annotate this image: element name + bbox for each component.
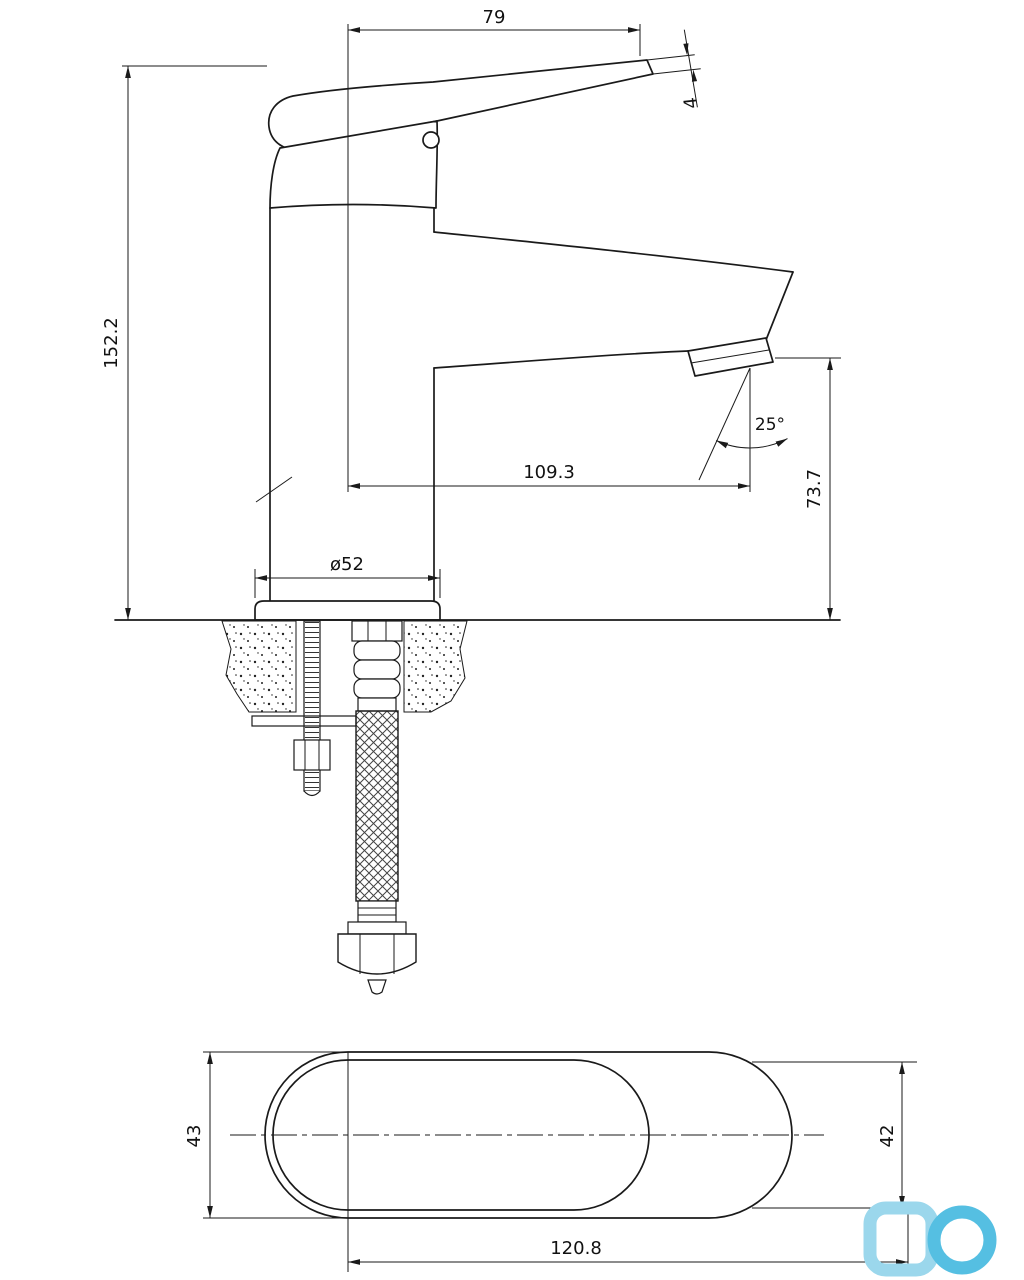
hose-collar [357, 697, 397, 712]
aerator-detail-line [690, 349, 770, 364]
extension-line [652, 68, 701, 75]
spout-tip-face [765, 271, 794, 341]
body-break-mark [255, 476, 293, 503]
dim-total-height: 152.2 [101, 65, 267, 620]
dim-spout-reach-label: 109.3 [523, 462, 575, 483]
arrowhead [691, 69, 698, 82]
dim-overall-length-label: 120.8 [550, 1238, 602, 1259]
mounting-nut [293, 739, 331, 771]
dim-spray-angle: 25° [698, 367, 788, 481]
dim-right-width-label: 42 [877, 1125, 898, 1148]
hose-ferrule-lines [358, 907, 396, 916]
spout-bottom-curve [433, 350, 689, 369]
countertop-section-right [403, 620, 468, 713]
dimension-line [683, 29, 698, 108]
top-view-handle-outline [272, 1059, 650, 1211]
hose-ferrule [357, 900, 397, 923]
brand-logo [863, 1201, 997, 1277]
dim-spout-reach: 109.3 [348, 368, 751, 492]
hose-end-nut-facets [359, 934, 395, 974]
dim-outlet-height: 73.7 [775, 357, 841, 620]
hose-end-nipple [367, 979, 387, 995]
top-view: 43 42 120.8 [184, 1051, 917, 1272]
hose-bead-2 [353, 659, 401, 680]
arrowhead [683, 43, 689, 56]
faucet-base-plate [254, 600, 441, 621]
hose-nut-flange [347, 921, 407, 935]
dim-handle-length: 79 [347, 7, 641, 492]
dim-handle-tip-thickness: 4 [646, 29, 702, 110]
hose-fitting-facets [367, 621, 387, 641]
hose-bead-1 [353, 640, 401, 661]
dim-overall-length: 120.8 [348, 1214, 909, 1271]
dim-left-width: 43 [184, 1051, 344, 1219]
extension-line [646, 54, 695, 61]
spout-top-curve [433, 231, 794, 273]
countertop-section-left [221, 620, 297, 713]
aerator [687, 337, 774, 377]
faucet-handle-lever [267, 59, 654, 151]
stud-end-dome [303, 790, 321, 797]
dim-base-diameter: ø52 [254, 554, 441, 598]
braided-supply-hose [355, 710, 399, 902]
handle-button [422, 131, 440, 149]
logo-square-ring [863, 1201, 939, 1277]
dim-outlet-height-label: 73.7 [804, 469, 825, 509]
dim-left-width-label: 43 [184, 1125, 205, 1148]
dim-base-diameter-label: ø52 [330, 554, 364, 575]
side-view: 79 4 152.2 109.3 25° [101, 7, 841, 995]
angle-line [698, 367, 751, 481]
logo-circle-ring [927, 1205, 997, 1275]
hose-end-nut [337, 933, 417, 975]
angle-arc [715, 438, 788, 449]
dim-total-height-label: 152.2 [101, 317, 122, 369]
dim-spray-angle-label: 25° [755, 415, 785, 435]
mounting-nut-facets [304, 740, 320, 770]
hose-top-fitting [351, 620, 403, 642]
faucet-handle-cap [269, 120, 439, 209]
dim-handle-tip-thickness-label: 4 [680, 96, 702, 110]
hose-bead-3 [353, 678, 401, 699]
dim-handle-length-label: 79 [483, 7, 506, 28]
under-counter-assembly [221, 620, 468, 995]
